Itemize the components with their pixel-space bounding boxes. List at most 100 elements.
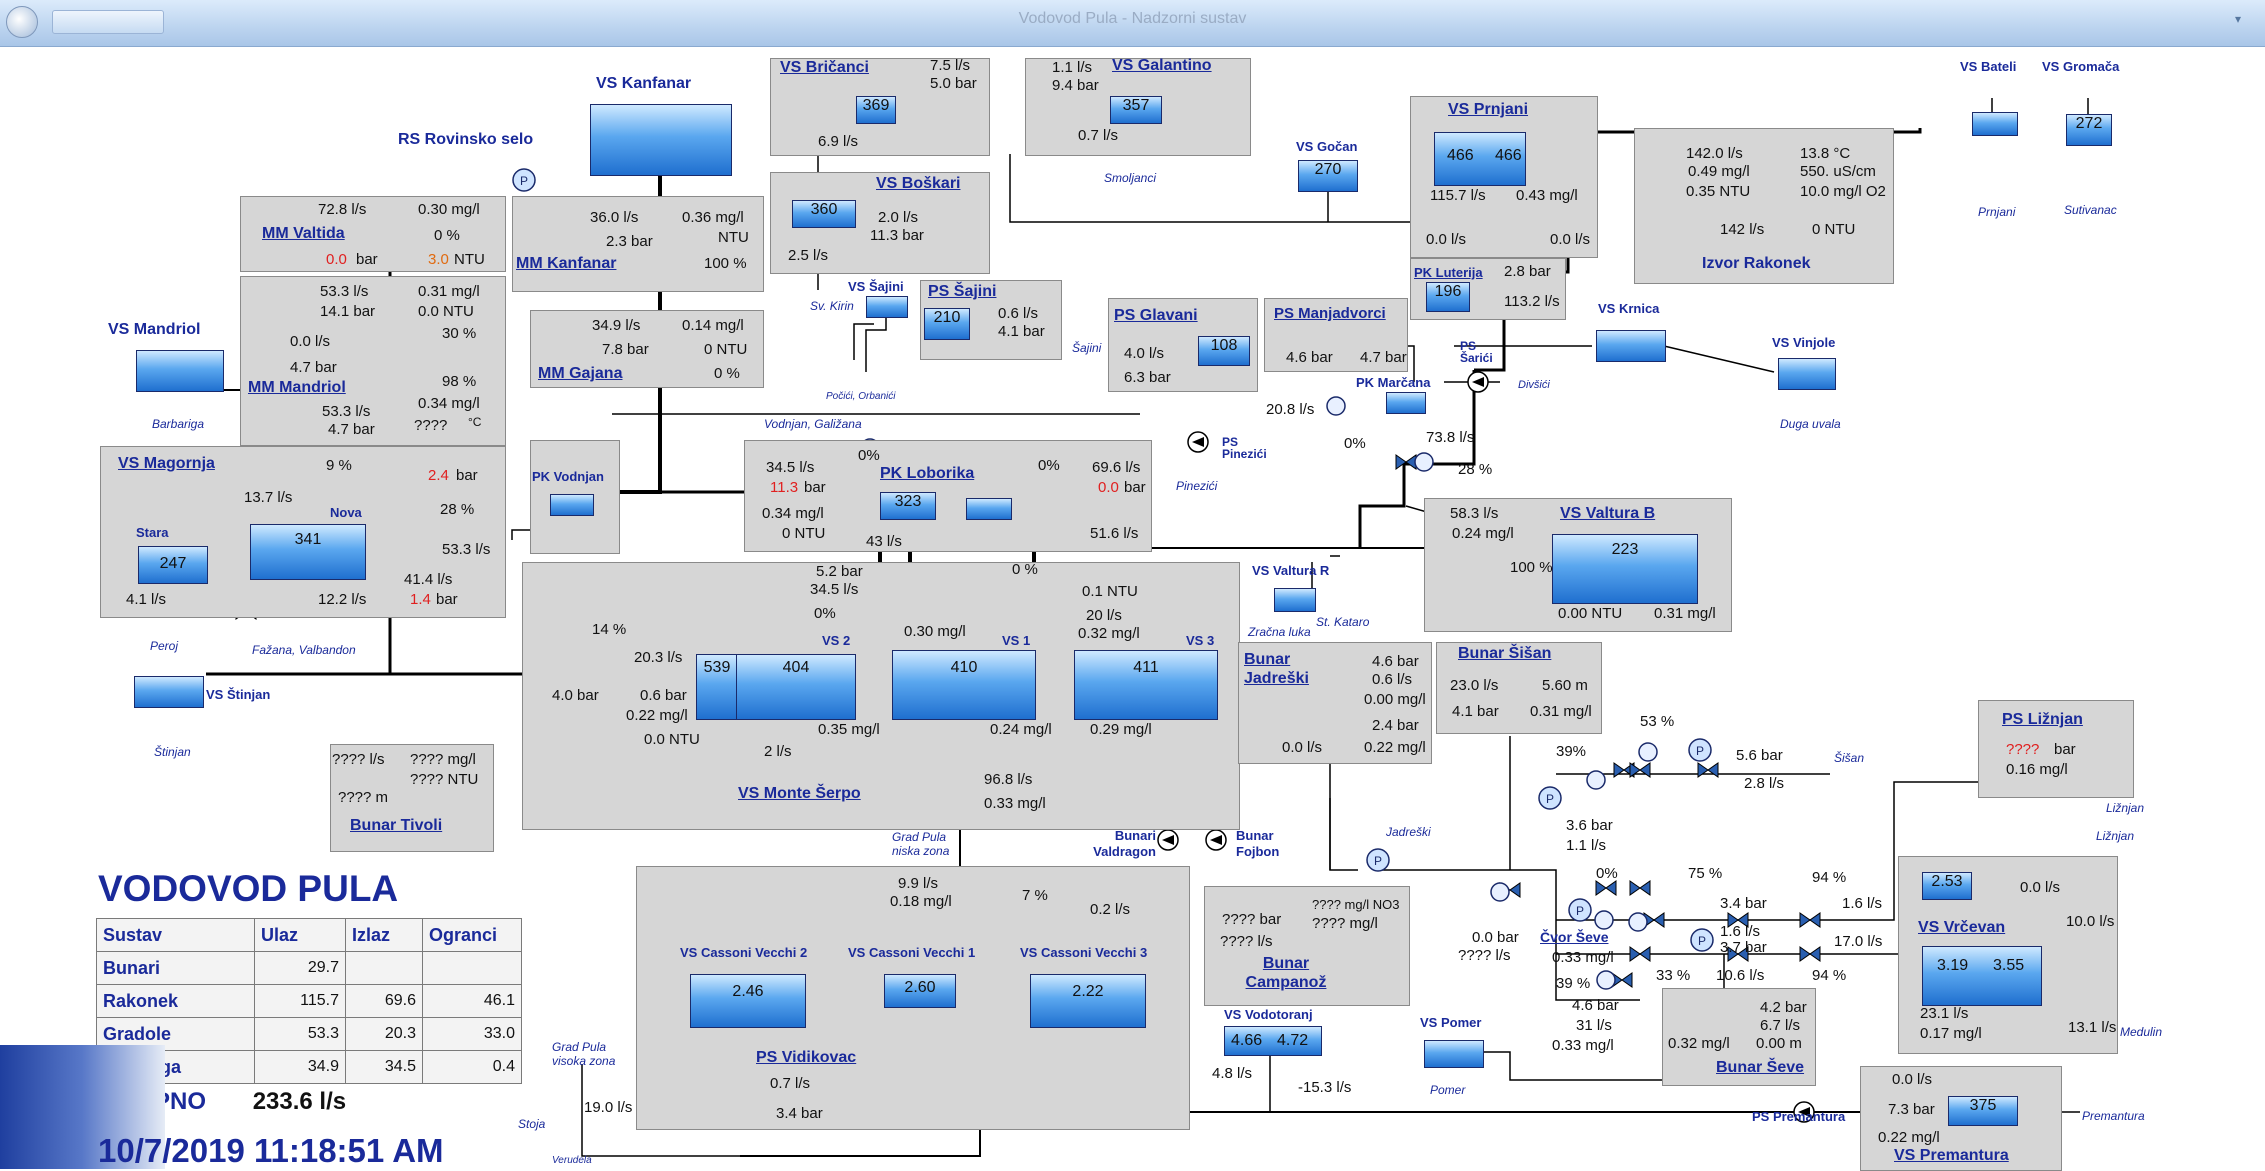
tank-357[interactable]: 357 xyxy=(1110,96,1162,124)
title-ps-manjadvorci[interactable]: PS Manjadvorci xyxy=(1274,306,1386,321)
title-vs-magornja[interactable]: VS Magornja xyxy=(118,456,215,472)
title-vs-mandriol[interactable]: VS Mandriol xyxy=(108,322,200,338)
tank-253[interactable]: 2.53 xyxy=(1922,872,1972,900)
valve-icon[interactable] xyxy=(1396,455,1416,469)
title-ps-pinezici[interactable]: PS Pinezići xyxy=(1222,436,1274,460)
title-vs-boskari[interactable]: VS Boškari xyxy=(876,176,960,192)
tank-vs-mandriol[interactable] xyxy=(136,350,224,392)
sensor-icon[interactable] xyxy=(1587,771,1605,789)
sensor-icon[interactable] xyxy=(1639,743,1657,761)
title-vs-vinjole[interactable]: VS Vinjole xyxy=(1772,336,1835,349)
tank-vs-stinjan[interactable] xyxy=(134,676,204,708)
title-bunar-tivoli[interactable]: Bunar Tivoli xyxy=(350,818,442,834)
title-pk-loborika[interactable]: PK Loborika xyxy=(880,466,974,482)
title-vs-bateli[interactable]: VS Bateli xyxy=(1960,60,2016,73)
sensor-icon[interactable] xyxy=(1491,883,1509,901)
title-vs-prnjani[interactable]: VS Prnjani xyxy=(1448,102,1528,118)
tank-369[interactable]: 369 xyxy=(856,96,896,124)
title-ps-glavani[interactable]: PS Glavani xyxy=(1114,308,1198,324)
title-rs-rovinsko[interactable]: RS Rovinsko selo xyxy=(398,132,533,148)
sensor-icon[interactable] xyxy=(1595,911,1613,929)
tank-246[interactable]: 2.46 xyxy=(690,974,806,1028)
tank-223[interactable]: 223 xyxy=(1552,534,1698,604)
sensor-icon[interactable] xyxy=(1597,971,1615,989)
title-mm-valtida[interactable]: MM Valtida xyxy=(262,226,345,242)
valve-icon[interactable] xyxy=(1800,947,1820,961)
title-pk-luterija[interactable]: PK Luterija xyxy=(1414,266,1483,279)
tank-404[interactable]: 404 xyxy=(736,654,856,720)
rotary-pump-icon[interactable]: P xyxy=(520,174,528,188)
title-vs-valtura-b[interactable]: VS Valtura B xyxy=(1560,506,1655,522)
tank-375[interactable]: 375 xyxy=(1948,1096,2018,1126)
title-vs-galantino[interactable]: VS Galantino xyxy=(1112,58,1212,74)
valve-icon[interactable] xyxy=(1630,947,1650,961)
title-ps-premantura[interactable]: PS Premantura xyxy=(1752,1110,1845,1123)
tank-vs-pomer[interactable] xyxy=(1424,1040,1484,1068)
title-mm-mandriol[interactable]: MM Mandriol xyxy=(248,380,346,396)
title-pk-vodnjan[interactable]: PK Vodnjan xyxy=(532,470,604,483)
rotary-pump-icon[interactable]: P xyxy=(1374,854,1382,868)
tank-539[interactable]: 539 xyxy=(696,654,738,720)
tank-341[interactable]: 341 xyxy=(250,524,366,580)
sensor-icon[interactable] xyxy=(1415,453,1433,471)
title-vs-stinjan[interactable]: VS Štinjan xyxy=(206,688,270,701)
valve-icon[interactable] xyxy=(1630,763,1650,777)
tank-vs-valtura-r[interactable] xyxy=(1274,588,1316,612)
title-vs-gocan[interactable]: VS Gočan xyxy=(1296,140,1357,153)
title-ps-liznjan[interactable]: PS Ližnjan xyxy=(2002,712,2083,728)
title-mm-kanfanar[interactable]: MM Kanfanar xyxy=(516,256,616,272)
tank-vs-krnica[interactable] xyxy=(1596,330,1666,362)
title-ps-vidikovac[interactable]: PS Vidikovac xyxy=(756,1050,856,1066)
title-cvor-seve[interactable]: Čvor Ševe xyxy=(1540,930,1608,944)
minimize-icon[interactable]: ▾ xyxy=(2227,12,2249,26)
valve-icon[interactable] xyxy=(1800,913,1820,927)
tank-272[interactable]: 272 xyxy=(2066,114,2112,146)
rotary-pump-icon[interactable]: P xyxy=(1698,934,1706,948)
title-vs-cassoni-2[interactable]: VS Cassoni Vecchi 2 xyxy=(680,946,807,959)
tank-360[interactable]: 360 xyxy=(792,200,856,228)
rotary-pump-icon[interactable]: P xyxy=(1546,792,1554,806)
title-vs-valtura-r[interactable]: VS Valtura R xyxy=(1252,564,1329,577)
tank-pk-vodnjan[interactable] xyxy=(550,494,594,516)
title-bunari-valdragon[interactable]: Bunari Valdragon xyxy=(1084,828,1156,859)
tank-vodotoranj[interactable]: 4.664.72 xyxy=(1224,1026,1322,1056)
rotary-pump-icon[interactable]: P xyxy=(1696,744,1704,758)
tank-222[interactable]: 2.22 xyxy=(1030,974,1146,1028)
tank-323[interactable]: 323 xyxy=(880,492,936,520)
tank-410[interactable]: 410 xyxy=(892,650,1036,720)
sensor-icon[interactable] xyxy=(1629,913,1647,931)
title-vs-gromaca[interactable]: VS Gromača xyxy=(2042,60,2119,73)
title-bunar-jadreski[interactable]: Bunar Jadreški xyxy=(1244,650,1328,688)
tank-270[interactable]: 270 xyxy=(1298,160,1358,192)
tank-411[interactable]: 411 xyxy=(1074,650,1218,720)
title-pk-marcana[interactable]: PK Marčana xyxy=(1356,376,1430,389)
tank-pk-marcana[interactable] xyxy=(1386,392,1426,414)
title-mm-gajana[interactable]: MM Gajana xyxy=(538,366,622,382)
title-vs-cassoni-3[interactable]: VS Cassoni Vecchi 3 xyxy=(1020,946,1147,959)
title-bunar-fojbon[interactable]: Bunar Fojbon xyxy=(1236,828,1286,859)
title-vs-monte-serpo[interactable]: VS Monte Šerpo xyxy=(738,786,861,802)
title-vs-cassoni-1[interactable]: VS Cassoni Vecchi 1 xyxy=(848,946,975,959)
tank-247[interactable]: 247 xyxy=(138,546,208,584)
tank-vs-vinjole[interactable] xyxy=(1778,358,1836,390)
valve-icon[interactable] xyxy=(1698,763,1718,777)
title-bunar-sisan[interactable]: Bunar Šišan xyxy=(1458,646,1551,662)
valve-icon[interactable] xyxy=(1630,881,1650,895)
title-vs-sajini[interactable]: VS Šajini xyxy=(848,280,904,293)
title-ps-sarici[interactable]: PS Šarići xyxy=(1460,340,1500,364)
title-vs-vrcevan[interactable]: VS Vrčevan xyxy=(1918,920,2005,936)
title-vs-krnica[interactable]: VS Krnica xyxy=(1598,302,1659,315)
title-vs-pomer[interactable]: VS Pomer xyxy=(1420,1016,1481,1029)
title-vs-vodotoranj[interactable]: VS Vodotoranj xyxy=(1224,1008,1313,1021)
tank-vs-sajini[interactable] xyxy=(866,296,908,318)
tank-loborika-out[interactable] xyxy=(966,498,1012,520)
tank-vs-bateli[interactable] xyxy=(1972,112,2018,136)
tank-260[interactable]: 2.60 xyxy=(884,974,956,1008)
sensor-icon[interactable] xyxy=(1327,397,1345,415)
rotary-pump-icon[interactable]: P xyxy=(1576,904,1584,918)
valve-icon[interactable] xyxy=(1596,881,1616,895)
title-vs-bricanci[interactable]: VS Bričanci xyxy=(780,60,869,76)
title-izvor-rakonek[interactable]: Izvor Rakonek xyxy=(1702,256,1810,272)
